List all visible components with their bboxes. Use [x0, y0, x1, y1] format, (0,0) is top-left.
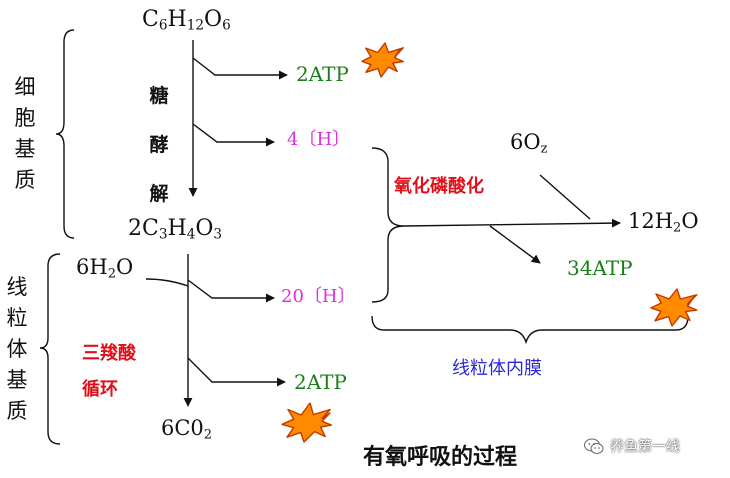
mito-matrix-label: 线粒体基质 — [6, 275, 28, 423]
h-merge-brace — [371, 147, 405, 303]
cytoplasm-label: 细胞基质 — [14, 75, 36, 192]
oxygen-formula: 6Oz — [510, 130, 548, 157]
atp34-burst-icon — [650, 288, 698, 327]
wechat-logo-icon — [584, 438, 604, 455]
co2-formula: 6C02 — [161, 416, 213, 443]
oxphos-arrow — [403, 218, 621, 228]
atp34-label: 34ATP — [567, 256, 633, 280]
atp1-burst-icon — [361, 42, 404, 78]
atp1-branch-arrow — [192, 57, 288, 80]
atp2-branch-arrow — [187, 357, 286, 387]
h4-branch-arrow — [192, 123, 275, 147]
cycle-label: 三羧酸循环 — [82, 343, 136, 400]
cytoplasm-brace — [55, 29, 75, 239]
glucose-formula: C6H12O6 — [142, 7, 231, 34]
membrane-label: 线粒体内膜 — [452, 358, 542, 379]
h4-label: 4〔H〕 — [287, 129, 351, 150]
atp34-branch-arrow — [489, 225, 541, 264]
water-input-line — [145, 278, 189, 287]
water-output-formula: 12H2O — [628, 209, 699, 236]
membrane-brace — [371, 315, 689, 345]
h20-label: 20〔H〕 — [281, 286, 356, 307]
water-input-formula: 6H2O — [76, 255, 134, 282]
atp2-label: 2ATP — [294, 370, 347, 394]
watermark: 养鱼第一线 — [584, 438, 680, 455]
atp1-label: 2ATP — [296, 62, 349, 86]
glycolysis-label: 糖酵解 — [149, 85, 169, 205]
atp2-burst-icon — [281, 402, 333, 443]
h20-branch-arrow — [187, 279, 275, 303]
mito-matrix-brace — [39, 253, 61, 445]
oxphos-label: 氧化磷酸化 — [394, 176, 484, 197]
oxygen-input-line — [539, 174, 591, 220]
pyruvate-formula: 2C3H4O3 — [128, 216, 223, 243]
diagram-title: 有氧呼吸的过程 — [363, 445, 518, 470]
